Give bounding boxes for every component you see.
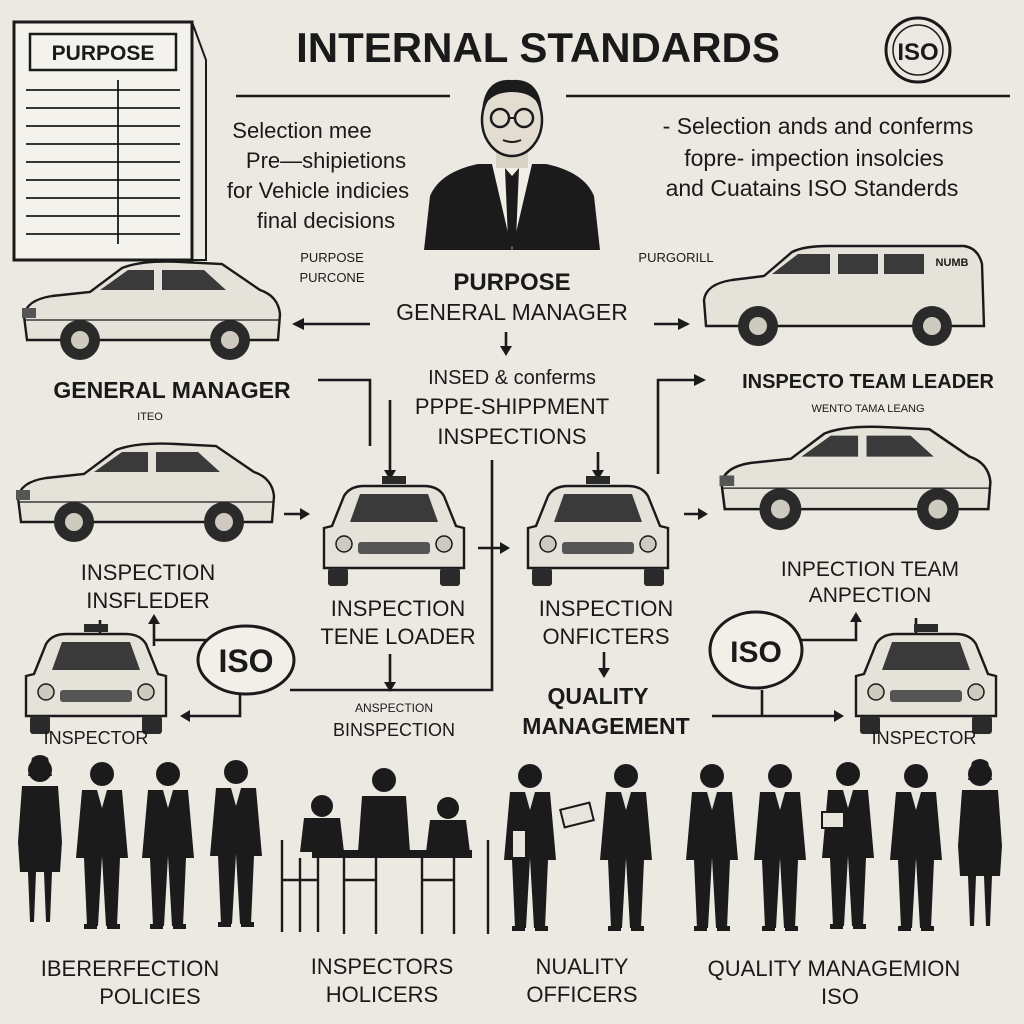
connector-to-iso-left: [152, 620, 212, 646]
quality-mgmt-2: MANAGEMENT: [522, 713, 689, 739]
svg-text:- Selection ands and conferms: - Selection ands and conferms: [663, 113, 974, 139]
inspector-left-label: INSPECTOR: [44, 728, 149, 748]
svg-text:fopre- impection insolcies: fopre- impection insolcies: [684, 145, 944, 171]
car-front-bottom-left: [24, 622, 168, 736]
purpose-document: PURPOSE: [12, 20, 207, 262]
insp-team-right-2: ANPECTION: [809, 584, 932, 607]
insp-leader-left-1: INSPECTION: [81, 560, 215, 585]
svg-text:and Cuatains ISO Standerds: and Cuatains ISO Standerds: [666, 175, 959, 201]
page-title: INTERNAL STANDARDS: [296, 24, 780, 71]
connector-iso-right-up: [800, 618, 858, 642]
svg-text:ISO: ISO: [218, 643, 273, 679]
document-header: PURPOSE: [52, 42, 155, 65]
car-top-left: [20, 260, 282, 362]
faint-center-2: BINSPECTION: [333, 720, 455, 740]
insp-team-right-1: INPECTION TEAM: [781, 558, 959, 581]
center-mid-line-3: INSPECTIONS: [437, 424, 586, 449]
people-group-policies: [18, 755, 262, 929]
insp-officers-2: ONFICTERS: [542, 624, 669, 649]
faint-label-left: ITEO: [137, 411, 163, 423]
bottom-col4-line2: ISO: [821, 984, 859, 1009]
connector-to-team-leader: [656, 378, 700, 474]
bottom-col1-line2: POLICIES: [99, 984, 200, 1009]
small-label-left-2: PURCONE: [299, 270, 364, 285]
small-label-left-1: PURPOSE: [300, 250, 364, 265]
bottom-col4-line1: QUALITY MANAGEMION: [708, 956, 961, 981]
quality-mgmt-1: QUALITY: [548, 683, 649, 709]
team-leader-right-label: INSPECTO TEAM LEADER: [742, 371, 994, 393]
insp-leader-mid-2: TENE LOADER: [320, 624, 475, 649]
inspector-right-label: INSPECTOR: [872, 728, 977, 748]
center-mid-line-2: PPPE-SHIPPMENT: [415, 394, 609, 419]
bottom-col1-line1: IBERERFECTION: [41, 956, 219, 981]
iso-badge-right: ISO: [708, 610, 804, 690]
faint-label-right: WENTO TAMA LEANG: [811, 403, 924, 415]
iso-label-top: ISO: [897, 39, 938, 66]
people-group-meeting: [280, 768, 490, 934]
insp-officers-1: INSPECTION: [539, 596, 673, 621]
bottom-col2-line1: INSPECTORS: [311, 954, 454, 979]
document-lines: [26, 80, 180, 244]
center-purpose-label: PURPOSE: [453, 269, 570, 296]
bottom-col2-line2: HOLICERS: [326, 982, 438, 1007]
connector-gm-down: [318, 378, 372, 446]
connector-to-inspector-left: [186, 690, 242, 718]
svg-text:for Vehicle indicies: for Vehicle indicies: [227, 178, 409, 203]
people-group-quality-management: [686, 759, 1002, 931]
small-label-right: PURGORILL: [638, 250, 713, 265]
people-group-quality-officers: [504, 764, 652, 931]
iso-badge-left: ISO: [196, 624, 296, 696]
svg-text:ISO: ISO: [730, 636, 782, 669]
bottom-col3-line1: NUALITY: [536, 954, 629, 979]
connector-center-vertical: [290, 460, 494, 692]
insp-leader-mid-1: INSPECTION: [331, 596, 465, 621]
faint-center-1: ANSPECTION: [355, 701, 433, 715]
svg-text:Pre—shipietions: Pre—shipietions: [246, 148, 406, 173]
general-manager-portrait: [424, 79, 600, 250]
van-top-right: NUMB: [702, 244, 986, 346]
intro-text-left: Selection mee Pre—shipietions for Vehicl…: [227, 118, 409, 233]
center-general-manager-label: GENERAL MANAGER: [396, 299, 628, 325]
general-manager-label: GENERAL MANAGER: [53, 377, 291, 403]
car-front-mid-left: [322, 474, 466, 588]
car-front-mid-right: [526, 474, 670, 588]
bottom-col3-line2: OFFICERS: [526, 982, 637, 1007]
car-front-bottom-right: [854, 622, 998, 736]
svg-text:Selection mee: Selection mee: [232, 118, 371, 143]
intro-text-right: - Selection ands and conferms fopre- imp…: [663, 113, 974, 201]
center-mid-line-1: INSED & conferms: [428, 367, 596, 389]
insp-leader-left-2: INSFLEDER: [86, 588, 209, 613]
iso-seal-top: ISO: [884, 16, 952, 84]
van-badge: NUMB: [936, 257, 969, 269]
svg-text:final decisions: final decisions: [257, 208, 395, 233]
car-mid-right: [718, 425, 992, 532]
car-mid-left: [14, 442, 276, 544]
